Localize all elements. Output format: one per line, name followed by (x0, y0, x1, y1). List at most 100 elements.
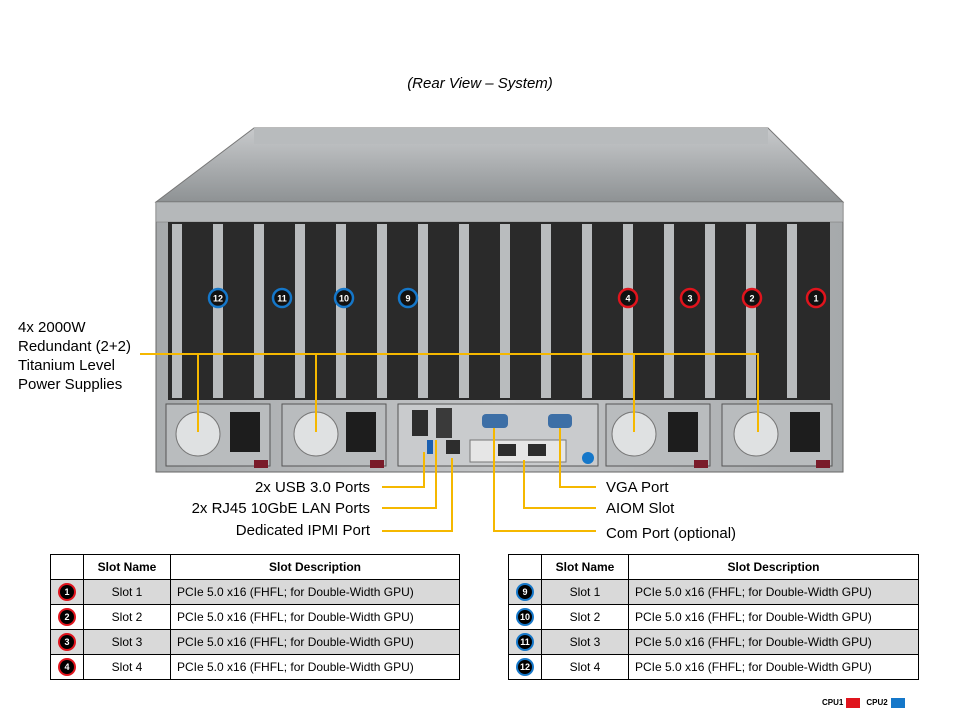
slot-description: PCIe 5.0 x16 (FHFL; for Double-Width GPU… (170, 604, 460, 630)
slot-name: Slot 4 (541, 654, 629, 680)
slot-name: Slot 4 (83, 654, 171, 680)
slot-marker-number: 10 (339, 294, 349, 304)
slot-badge: 1 (60, 585, 74, 600)
slot-badge: 4 (60, 660, 74, 675)
vga-label: VGA Port (606, 479, 669, 496)
slot-badge: 12 (518, 660, 532, 675)
slot-name: Slot 2 (541, 604, 629, 630)
slot-marker-number: 1 (813, 294, 818, 304)
slot-description: PCIe 5.0 x16 (FHFL; for Double-Width GPU… (628, 629, 919, 655)
slot-bracket (459, 224, 469, 398)
slot-marker-1: 1 (805, 287, 827, 309)
psu-2 (281, 403, 387, 468)
slot-marker-number: 4 (625, 294, 630, 304)
slot-bracket (500, 224, 510, 398)
slot-marker-number: 3 (687, 294, 692, 304)
slot-marker-4: 4 (617, 287, 639, 309)
slot-bracket (746, 224, 756, 398)
slot-bracket (336, 224, 346, 398)
slot-description: PCIe 5.0 x16 (FHFL; for Double-Width GPU… (170, 629, 460, 655)
slot-marker-number: 11 (277, 294, 287, 304)
table-row: 12 Slot 4 PCIe 5.0 x16 (FHFL; for Double… (508, 654, 919, 680)
slot-name: Slot 3 (541, 629, 629, 655)
slot-name: Slot 2 (83, 604, 171, 630)
ipmi-callout-line (382, 458, 453, 532)
slot-bracket (664, 224, 674, 398)
badge-header (50, 554, 84, 580)
table-row: 3 Slot 3 PCIe 5.0 x16 (FHFL; for Double-… (50, 629, 460, 655)
slot-bracket (541, 224, 551, 398)
slot-bracket (172, 224, 182, 398)
cpu1-slot-table: Slot Name Slot Description 1 Slot 1 PCIe… (50, 554, 460, 680)
slot-bracket (705, 224, 715, 398)
cpu-legend: CPU1 CPU2 (822, 698, 911, 708)
chassis-top-strip (254, 128, 768, 144)
slot-description: PCIe 5.0 x16 (FHFL; for Double-Width GPU… (628, 604, 919, 630)
slot-markers: 12 11 10 9 4 3 2 1 (207, 287, 827, 309)
slot-bracket (254, 224, 264, 398)
aiom-label: AIOM Slot (606, 500, 675, 517)
slot-marker-number: 9 (405, 294, 410, 304)
lan-callout-line (382, 440, 437, 509)
usb-callout-line (382, 452, 425, 488)
slot-marker-11: 11 (271, 287, 293, 309)
slot-marker-10: 10 (333, 287, 355, 309)
slot-name-header: Slot Name (83, 554, 171, 580)
slot-bracket (623, 224, 633, 398)
slot-marker-2: 2 (741, 287, 763, 309)
chassis-top-rail (155, 201, 844, 223)
diagram-caption: (Rear View – System) (407, 75, 553, 92)
cpu1-legend-label: CPU1 (822, 698, 844, 708)
table-row: 9 Slot 1 PCIe 5.0 x16 (FHFL; for Double-… (508, 579, 919, 605)
psu-1 (165, 403, 271, 468)
slot-name: Slot 1 (83, 579, 171, 605)
slot-marker-9: 9 (397, 287, 419, 309)
slot-description: PCIe 5.0 x16 (FHFL; for Double-Width GPU… (170, 654, 460, 680)
slot-brackets (172, 224, 797, 398)
slot-name: Slot 1 (541, 579, 629, 605)
slot-bracket (213, 224, 223, 398)
slot-bracket (295, 224, 305, 398)
slot-badge: 9 (518, 585, 532, 600)
table-row: 10 Slot 2 PCIe 5.0 x16 (FHFL; for Double… (508, 604, 919, 630)
slot-name-header: Slot Name (541, 554, 629, 580)
slot-bracket (582, 224, 592, 398)
table-row: 1 Slot 1 PCIe 5.0 x16 (FHFL; for Double-… (50, 579, 460, 605)
cpu1-legend-swatch (846, 698, 861, 708)
lan-label: 2x RJ45 10GbE LAN Ports (191, 500, 370, 517)
table-row: 4 Slot 4 PCIe 5.0 x16 (FHFL; for Double-… (50, 654, 460, 680)
slot-description: PCIe 5.0 x16 (FHFL; for Double-Width GPU… (628, 654, 919, 680)
cpu2-legend-swatch (890, 698, 905, 708)
slot-marker-3: 3 (679, 287, 701, 309)
callout-lines (140, 353, 759, 532)
slot-bracket (418, 224, 428, 398)
com-callout-line (493, 428, 596, 532)
slot-marker-number: 12 (213, 294, 223, 304)
com-label: Com Port (optional) (606, 525, 737, 542)
usb-label: 2x USB 3.0 Ports (254, 479, 370, 496)
psu-4 (721, 403, 833, 468)
slot-marker-number: 2 (749, 294, 754, 304)
aiom-callout-line (523, 460, 596, 509)
psu-callout-line (140, 353, 759, 432)
cpu2-slot-table: Slot Name Slot Description 9 Slot 1 PCIe… (508, 554, 919, 680)
server-rear-view: 12 11 10 9 4 3 2 1 (140, 127, 845, 532)
psu-label: 4x 2000W Redundant (2+2) Titanium Level … (18, 319, 131, 393)
slot-bracket (377, 224, 387, 398)
slot-name: Slot 3 (83, 629, 171, 655)
ipmi-label: Dedicated IPMI Port (235, 522, 370, 539)
table-row: 11 Slot 3 PCIe 5.0 x16 (FHFL; for Double… (508, 629, 919, 655)
pcie-bay (168, 222, 830, 400)
io-panel (397, 403, 599, 467)
cpu2-legend-label: CPU2 (866, 698, 888, 708)
vga-callout-line (559, 428, 596, 488)
psu-3 (605, 403, 711, 468)
slot-badge: 10 (518, 610, 532, 625)
table-row: 2 Slot 2 PCIe 5.0 x16 (FHFL; for Double-… (50, 604, 460, 630)
slot-bracket (787, 224, 797, 398)
slot-badge: 11 (518, 635, 532, 650)
badge-header (508, 554, 542, 580)
slot-description-header: Slot Description (170, 554, 460, 580)
slot-badge: 2 (60, 610, 74, 625)
slot-description: PCIe 5.0 x16 (FHFL; for Double-Width GPU… (170, 579, 460, 605)
